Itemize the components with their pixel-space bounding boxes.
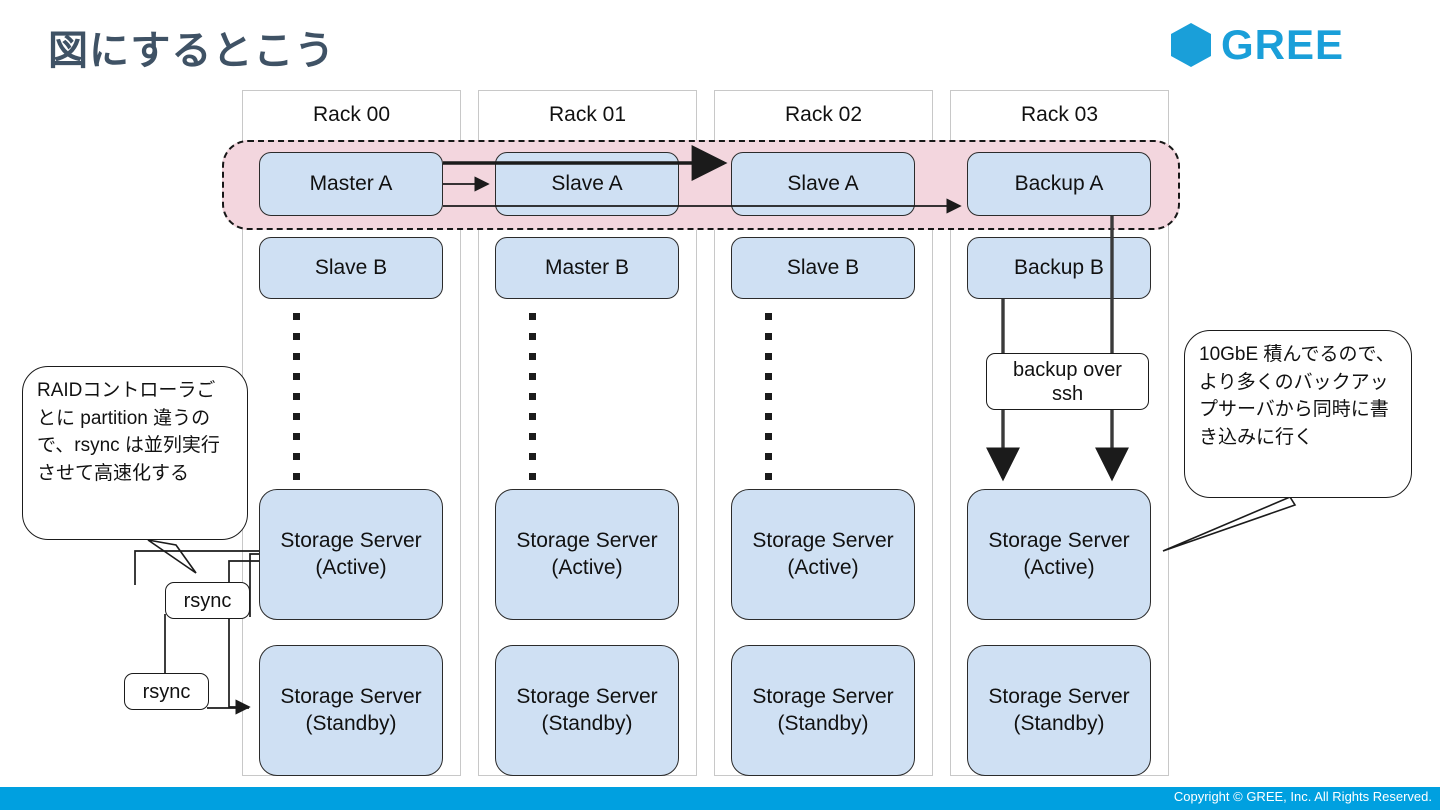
rack-label: Rack 00 bbox=[312, 103, 391, 126]
node-label: Slave B bbox=[314, 255, 388, 279]
node-storage-standby-rack01[interactable]: Storage Server (Standby) bbox=[495, 645, 679, 776]
tag-label-line1: backup over bbox=[1013, 358, 1122, 381]
node-label: Storage Server (Standby) bbox=[988, 684, 1129, 737]
rsync-tag-upper[interactable]: rsync bbox=[165, 582, 250, 619]
node-backup-a[interactable]: Backup A bbox=[967, 152, 1151, 216]
node-storage-standby-rack02[interactable]: Storage Server (Standby) bbox=[731, 645, 915, 776]
node-label: Backup B bbox=[1014, 255, 1104, 279]
node-label: Master B bbox=[544, 255, 630, 279]
node-storage-active-rack01[interactable]: Storage Server (Active) bbox=[495, 489, 679, 620]
node-label-line1: Storage Server bbox=[988, 685, 1130, 709]
gree-logo: GREE bbox=[1169, 22, 1344, 68]
callout-10gbe[interactable]: 10GbE 積んでるので、より多くのバックアップサーバから同時に書き込みに行く bbox=[1184, 330, 1412, 498]
node-label-line2: (Active) bbox=[551, 555, 623, 579]
node-label-line1: Storage Server bbox=[752, 529, 894, 553]
callout-text: 10GbE 積んでるので、より多くのバックアップサーバから同時に書き込みに行く bbox=[1199, 344, 1395, 448]
node-label-line2: (Active) bbox=[787, 555, 859, 579]
node-label-line1: Storage Server bbox=[280, 529, 422, 553]
rack-label: Rack 02 bbox=[784, 103, 863, 126]
node-label: Storage Server (Active) bbox=[516, 528, 657, 581]
node-label-line1: Storage Server bbox=[752, 685, 894, 709]
rack00-ellipsis bbox=[293, 313, 301, 493]
node-master-b[interactable]: Master B bbox=[495, 237, 679, 299]
node-label: Backup A bbox=[1014, 171, 1104, 195]
node-backup-b[interactable]: Backup B bbox=[967, 237, 1151, 299]
node-label-line2: (Standby) bbox=[305, 711, 397, 735]
node-label: Slave A bbox=[551, 171, 623, 195]
rack02-ellipsis bbox=[765, 313, 773, 493]
node-storage-active-rack02[interactable]: Storage Server (Active) bbox=[731, 489, 915, 620]
node-label: Storage Server (Standby) bbox=[280, 684, 421, 737]
node-label-line1: Storage Server bbox=[280, 685, 422, 709]
callout-raid-rsync[interactable]: RAIDコントローラごとに partition 違うので、rsync は並列実行… bbox=[22, 366, 248, 540]
backup-over-ssh-tag[interactable]: backup over ssh bbox=[986, 353, 1149, 410]
node-label: Slave B bbox=[786, 255, 860, 279]
node-label: Storage Server (Active) bbox=[988, 528, 1129, 581]
page-title: 図にするとこう bbox=[48, 29, 336, 73]
node-label-line1: Storage Server bbox=[988, 529, 1130, 553]
node-slave-a-rack02[interactable]: Slave A bbox=[731, 152, 915, 216]
node-slave-a-rack01[interactable]: Slave A bbox=[495, 152, 679, 216]
node-storage-standby-rack00[interactable]: Storage Server (Standby) bbox=[259, 645, 443, 776]
node-label: Storage Server (Active) bbox=[280, 528, 421, 581]
node-slave-b-rack00[interactable]: Slave B bbox=[259, 237, 443, 299]
gree-wordmark: GREE bbox=[1220, 21, 1344, 68]
node-label: Storage Server (Standby) bbox=[752, 684, 893, 737]
rack-label: Rack 01 bbox=[548, 103, 627, 126]
node-label-line2: (Standby) bbox=[777, 711, 869, 735]
node-slave-b-rack02[interactable]: Slave B bbox=[731, 237, 915, 299]
tag-label: rsync bbox=[142, 680, 191, 703]
rack-label: Rack 03 bbox=[1020, 103, 1099, 126]
rsync-tag-lower[interactable]: rsync bbox=[124, 673, 209, 710]
node-label: Master A bbox=[309, 171, 393, 195]
node-label-line2: (Active) bbox=[315, 555, 387, 579]
rack01-ellipsis bbox=[529, 313, 537, 493]
node-label-line1: Storage Server bbox=[516, 685, 658, 709]
node-label-line2: (Standby) bbox=[1013, 711, 1105, 735]
node-label-line1: Storage Server bbox=[516, 529, 658, 553]
node-storage-active-rack03[interactable]: Storage Server (Active) bbox=[967, 489, 1151, 620]
node-label: Slave A bbox=[787, 171, 859, 195]
node-storage-standby-rack03[interactable]: Storage Server (Standby) bbox=[967, 645, 1151, 776]
copyright-text: Copyright © GREE, Inc. All Rights Reserv… bbox=[1173, 789, 1432, 804]
node-label-line2: (Active) bbox=[1023, 555, 1095, 579]
node-master-a[interactable]: Master A bbox=[259, 152, 443, 216]
callout-text: RAIDコントローラごとに partition 違うので、rsync は並列実行… bbox=[37, 380, 220, 484]
tag-label: backup over ssh bbox=[1013, 358, 1122, 406]
tag-label: rsync bbox=[183, 589, 232, 612]
gree-hexagon-icon bbox=[1170, 23, 1211, 67]
footer-bar: Copyright © GREE, Inc. All Rights Reserv… bbox=[0, 787, 1440, 810]
node-label: Storage Server (Active) bbox=[752, 528, 893, 581]
node-label-line2: (Standby) bbox=[541, 711, 633, 735]
node-label: Storage Server (Standby) bbox=[516, 684, 657, 737]
tag-label-line2: ssh bbox=[1051, 382, 1084, 405]
node-storage-active-rack00[interactable]: Storage Server (Active) bbox=[259, 489, 443, 620]
